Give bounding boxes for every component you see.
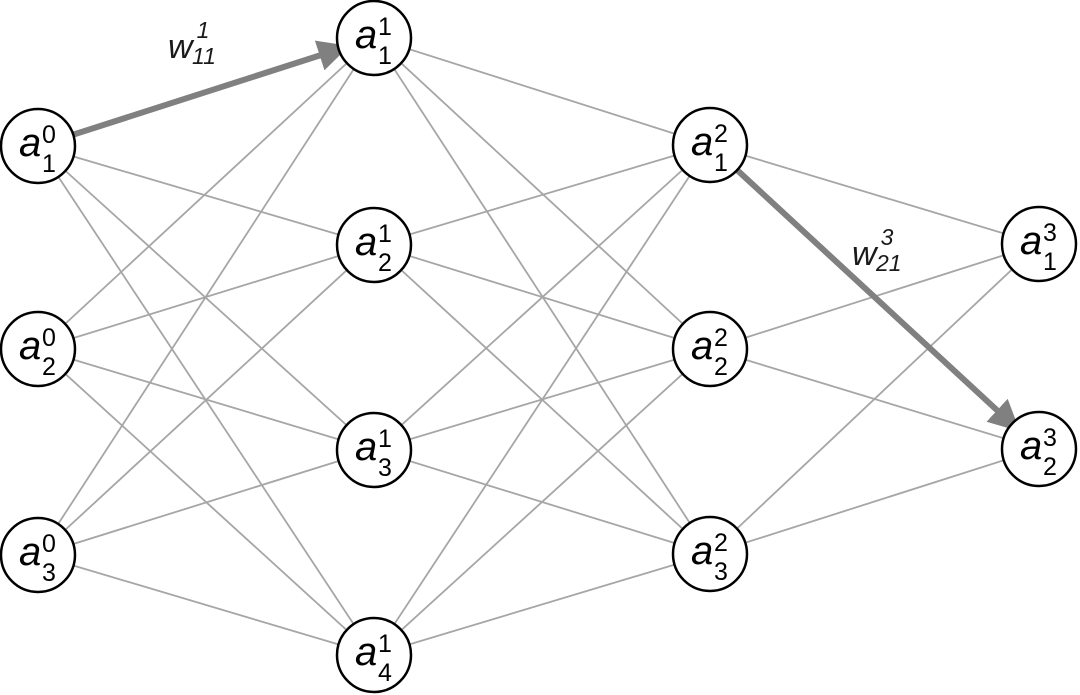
neuron-circle — [1000, 205, 1078, 283]
neuron-index-subscript: 4 — [378, 659, 392, 687]
neuron-layer-superscript: 1 — [378, 425, 392, 453]
edge-l0n3-l1n4 — [37, 554, 375, 656]
neuron-layer-superscript: 1 — [378, 220, 392, 248]
weight-superscript: 1 — [197, 17, 210, 43]
edge-l1n1-l2n2 — [373, 37, 711, 350]
highlighted-edge-1 — [70, 40, 350, 139]
edge-l0n3-l1n3 — [37, 449, 375, 556]
neuron-symbol: a — [1020, 424, 1042, 468]
neuron-index-subscript: 2 — [378, 249, 392, 277]
neuron-symbol: a — [691, 529, 713, 573]
edge-l1n2-l2n1 — [373, 144, 711, 246]
neuron-index-subscript: 1 — [714, 149, 728, 177]
weight-symbol: w — [168, 28, 195, 66]
neuron-layer-superscript: 2 — [714, 324, 728, 352]
neuron-circle — [335, 0, 413, 77]
weight-subscript: 11 — [192, 43, 216, 69]
neuron-circle — [671, 515, 749, 593]
connection-edges — [37, 37, 1040, 656]
edge-l2n3-l3n2 — [709, 448, 1040, 555]
neuron-circle — [335, 616, 413, 694]
neuron-layer-superscript: 3 — [1043, 219, 1057, 247]
highlighted-weights — [70, 40, 1020, 432]
edge-l1n1-l2n3 — [373, 37, 711, 555]
edge-l2n3-l3n1 — [709, 243, 1040, 555]
neuron-symbol: a — [355, 630, 377, 674]
neuron-layer-superscript: 0 — [42, 121, 56, 149]
neuron-symbol: a — [691, 324, 713, 368]
weight-superscript: 3 — [881, 224, 894, 250]
neuron-index-subscript: 1 — [1043, 248, 1057, 276]
neuron-index-subscript: 1 — [42, 150, 56, 178]
weight-symbol: w — [852, 235, 879, 273]
neuron-symbol: a — [355, 220, 377, 264]
neuron-index-subscript: 1 — [378, 42, 392, 70]
neuron-layer-superscript: 2 — [714, 529, 728, 557]
neuron-index-subscript: 3 — [714, 558, 728, 586]
neuron-circle — [335, 411, 413, 489]
highlighted-edge-2 — [733, 166, 1020, 432]
neuron-index-subscript: 3 — [42, 559, 56, 587]
neuron-symbol: a — [19, 121, 41, 165]
neuron-index-subscript: 3 — [378, 454, 392, 482]
neuron-layer-superscript: 0 — [42, 530, 56, 558]
edge-l0n3-l1n2 — [37, 244, 375, 556]
neuron-layer-superscript: 0 — [42, 324, 56, 352]
edge-l0n1-l1n2 — [37, 145, 375, 246]
edge-l2n1-l3n1 — [709, 144, 1040, 245]
neuron-symbol: a — [19, 530, 41, 574]
neuron-symbol: a — [355, 13, 377, 57]
weight-subscript: 21 — [875, 250, 902, 276]
edge-l0n2-l1n1 — [37, 37, 375, 350]
neuron-circle — [0, 516, 77, 594]
edge-l1n4-l2n3 — [373, 553, 711, 656]
neuron-circle — [1000, 410, 1078, 488]
neuron-layer-superscript: 1 — [378, 13, 392, 41]
neuron-symbol: a — [1020, 219, 1042, 263]
neuron-layer-superscript: 1 — [378, 630, 392, 658]
edge-l1n4-l2n2 — [373, 348, 711, 656]
neuron-circle — [0, 310, 77, 388]
neuron-layer-superscript: 3 — [1043, 424, 1057, 452]
neuron-circle — [671, 310, 749, 388]
neuron-index-subscript: 2 — [714, 353, 728, 381]
neuron-circle — [335, 206, 413, 284]
neuron-circle — [671, 106, 749, 184]
edge-l1n4-l2n1 — [373, 144, 711, 656]
edge-l1n1-l2n1 — [373, 37, 711, 146]
neuron-symbol: a — [19, 324, 41, 368]
neuron-symbol: a — [355, 425, 377, 469]
neuron-layer-superscript: 2 — [714, 120, 728, 148]
neuron-index-subscript: 2 — [1043, 453, 1057, 481]
edge-l1n3-l2n1 — [373, 144, 711, 451]
neuron-index-subscript: 2 — [42, 353, 56, 381]
neuron-symbol: a — [691, 120, 713, 164]
edge-l0n3-l1n1 — [37, 37, 375, 556]
neuron-circle — [0, 107, 77, 185]
